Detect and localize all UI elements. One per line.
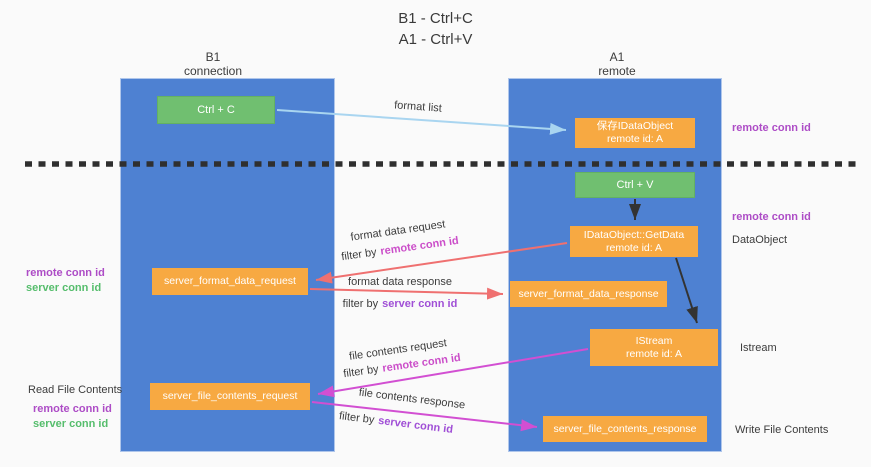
annotation-remote-conn-id-left-2: remote conn id (33, 403, 112, 415)
annotation-read-file-contents: Read File Contents (28, 384, 123, 396)
node-ctrl-v: Ctrl + V (575, 172, 695, 198)
node-getdata-line2: remote id: A (605, 241, 663, 254)
node-istream-line1: IStream (635, 334, 673, 347)
left-column-name: B1 (205, 50, 221, 64)
filter-prefix: filter by (342, 298, 379, 310)
node-getdata-line1: IDataObject::GetData (583, 228, 685, 241)
label-format-data-response: format data response (348, 276, 452, 288)
node-server-file-contents-request-label: server_file_contents_request (162, 390, 298, 402)
annotation-remote-conn-id-left-1: remote conn id (26, 267, 105, 279)
diagram-title: B1 - Ctrl+C A1 - Ctrl+V (0, 8, 871, 50)
title-line-2: A1 - Ctrl+V (398, 31, 473, 48)
annotation-server-conn-id-left-2: server conn id (33, 418, 109, 430)
node-idataobject-getdata: IDataObject::GetData remote id: A (570, 226, 698, 257)
node-server-file-contents-response-label: server_file_contents_response (553, 422, 697, 435)
node-server-format-data-request-label: server_format_data_request (164, 275, 296, 287)
annotation-server-conn-id-left-1: server conn id (26, 282, 102, 294)
annotation-remote-conn-id-right-2: remote conn id (732, 211, 811, 223)
node-server-format-data-response: server_format_data_response (510, 281, 667, 307)
filter-prefix: filter by (340, 246, 378, 264)
label-format-list: format list (393, 99, 443, 115)
filter-highlight-remote: remote conn id (379, 234, 460, 258)
filter-prefix: filter by (338, 410, 376, 427)
node-save-idataobject-line2: remote id: A (606, 133, 664, 145)
annotation-remote-conn-id-right-1: remote conn id (732, 122, 811, 134)
right-column-name: A1 (609, 50, 625, 64)
left-column-role: connection (183, 64, 243, 78)
node-ctrl-v-label: Ctrl + V (616, 179, 654, 191)
right-column-role: remote (598, 64, 636, 78)
annotation-write-file-contents: Write File Contents (735, 424, 829, 436)
node-server-file-contents-response: server_file_contents_response (543, 416, 707, 442)
annotation-dataobject: DataObject (732, 234, 788, 246)
node-ctrl-c: Ctrl + C (157, 96, 275, 124)
node-save-idataobject-line1: 保存IDataObject (596, 120, 674, 132)
node-server-format-data-request: server_format_data_request (152, 268, 308, 295)
filter-highlight-server: server conn id (377, 414, 454, 436)
title-line-1: B1 - Ctrl+C (398, 10, 473, 27)
node-istream: IStream remote id: A (590, 329, 718, 366)
annotation-istream: Istream (740, 342, 777, 354)
node-server-file-contents-request: server_file_contents_request (150, 383, 310, 410)
node-istream-line2: remote id: A (625, 347, 683, 360)
node-server-format-data-response-label: server_format_data_response (518, 287, 659, 300)
filter-highlight-server: server conn id (382, 298, 458, 310)
format-data-response-arrow (309, 287, 504, 300)
left-column-header: B1 connection (133, 50, 293, 78)
label-file-contents-response: file contents response (358, 386, 466, 412)
node-ctrl-c-label: Ctrl + C (197, 104, 235, 116)
filter-prefix: filter by (342, 363, 380, 381)
node-save-idataobject: 保存IDataObject remote id: A (575, 118, 695, 148)
right-column-header: A1 remote (537, 50, 697, 78)
